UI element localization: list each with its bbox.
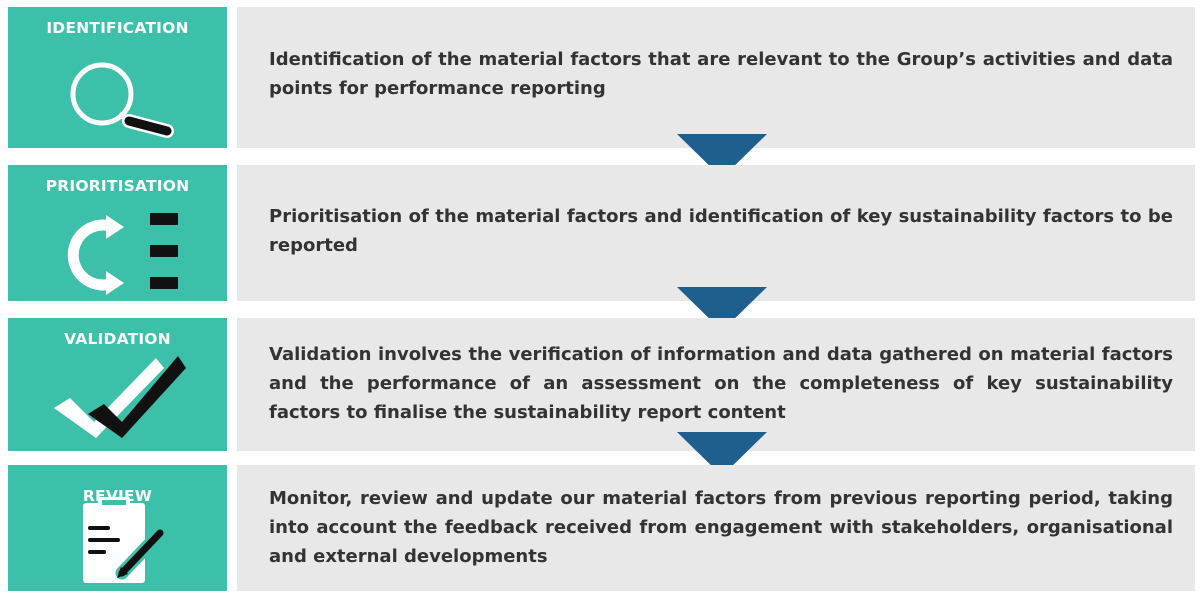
- step-description: Validation involves the verification of …: [269, 344, 1173, 423]
- step-tile: IDENTIFICATION: [8, 7, 227, 148]
- step-panel: Validation involves the verification of …: [237, 318, 1195, 451]
- step-prioritisation: PRIORITISATION Prioritisation of the mat…: [0, 165, 1203, 301]
- step-identification: IDENTIFICATION Identification of the mat…: [0, 7, 1203, 148]
- magnifying-glass-icon: [70, 62, 174, 138]
- step-review: REVIEW Monitor, review and update our ma…: [0, 465, 1203, 591]
- step-panel: Identification of the material factors t…: [237, 7, 1195, 148]
- step-panel: Monitor, review and update our material …: [237, 465, 1195, 591]
- down-arrow-icon: [677, 287, 767, 331]
- step-tile: VALIDATION: [8, 318, 227, 451]
- step-panel: Prioritisation of the material factors a…: [237, 165, 1195, 301]
- step-tile: PRIORITISATION: [8, 165, 227, 301]
- down-arrow-icon: [677, 134, 767, 178]
- step-label: IDENTIFICATION: [46, 19, 189, 37]
- prioritise-list-icon: [67, 213, 178, 295]
- clipboard-pen-icon: [83, 497, 167, 583]
- step-description: Monitor, review and update our material …: [269, 488, 1173, 567]
- step-description: Identification of the material factors t…: [269, 49, 1173, 99]
- step-tile: REVIEW: [8, 465, 227, 591]
- double-check-icon: [54, 356, 186, 438]
- step-validation: VALIDATION Validation involves the verif…: [0, 318, 1203, 451]
- step-label: VALIDATION: [64, 330, 171, 348]
- down-arrow-icon: [677, 432, 767, 476]
- step-description: Prioritisation of the material factors a…: [269, 206, 1173, 256]
- step-label: PRIORITISATION: [45, 177, 190, 195]
